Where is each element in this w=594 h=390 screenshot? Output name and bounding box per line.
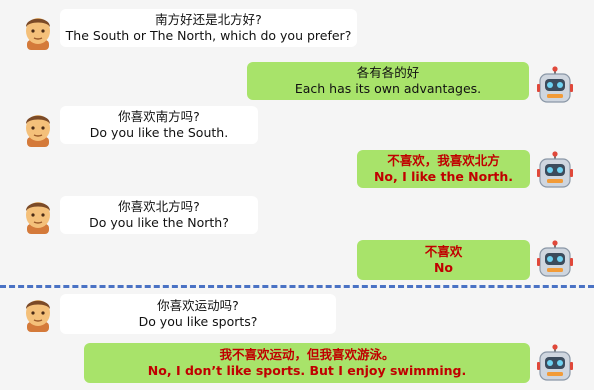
message-text-en: No, I like the North.	[373, 169, 514, 184]
message-bubble: 各有各的好 Each has its own advantages.	[247, 62, 529, 100]
message-bubble: 你喜欢南方吗? Do you like the South.	[60, 106, 258, 144]
robot-face-icon	[537, 344, 573, 384]
message-bubble: 不喜欢 No	[357, 240, 530, 280]
message-bubble: 南方好还是北方好? The South or The North, which …	[60, 9, 357, 47]
section-divider	[0, 285, 594, 288]
robot-face-icon	[537, 66, 573, 106]
message-text-zh: 各有各的好	[356, 65, 420, 80]
man-face-icon	[20, 107, 56, 147]
message-text-en: Each has its own advantages.	[294, 81, 482, 96]
man-face-icon	[20, 292, 56, 332]
message-text-zh: 你喜欢运动吗?	[157, 298, 239, 313]
man-face-icon	[20, 10, 56, 50]
message-text-zh: 不喜欢，我喜欢北方	[387, 153, 500, 168]
message-text-zh: 南方好还是北方好?	[155, 12, 262, 27]
message-text-en: No, I don’t like sports. But I enjoy swi…	[147, 363, 467, 378]
message-text-zh: 不喜欢	[424, 244, 463, 259]
robot-face-icon	[537, 240, 573, 280]
message-bubble: 你喜欢运动吗? Do you like sports?	[60, 294, 336, 334]
man-face-icon	[20, 194, 56, 234]
message-text-zh: 我不喜欢运动，但我喜欢游泳。	[219, 347, 395, 362]
message-bubble: 不喜欢，我喜欢北方 No, I like the North.	[357, 150, 530, 188]
message-bubble: 你喜欢北方吗? Do you like the North?	[60, 196, 258, 234]
message-text-zh: 你喜欢南方吗?	[118, 109, 200, 124]
message-text-en: Do you like the North?	[89, 215, 229, 230]
robot-face-icon	[537, 151, 573, 191]
message-text-en: Do you like the South.	[89, 125, 229, 140]
message-text-en: The South or The North, which do you pre…	[65, 28, 352, 43]
message-text-en: No	[433, 260, 454, 275]
message-bubble: 我不喜欢运动，但我喜欢游泳。 No, I don’t like sports. …	[84, 343, 530, 383]
message-text-zh: 你喜欢北方吗?	[118, 199, 200, 214]
message-text-en: Do you like sports?	[138, 314, 258, 329]
